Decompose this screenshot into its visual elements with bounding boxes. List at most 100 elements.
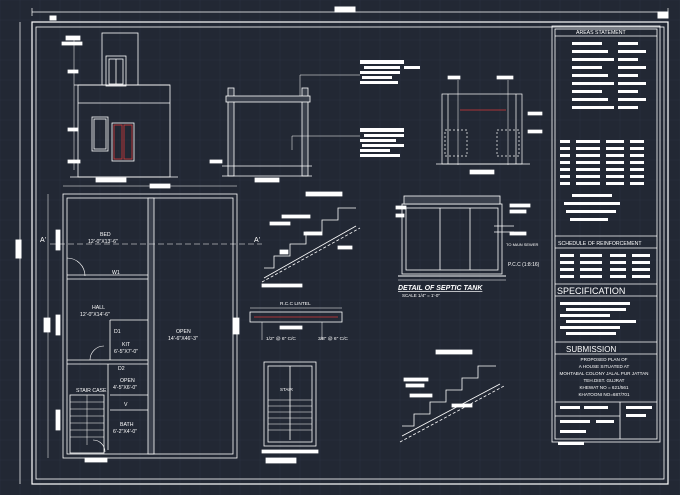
stair-section-detail [261, 191, 361, 288]
label-bath: BATH [120, 422, 134, 428]
text-block [632, 261, 650, 264]
text-block [576, 161, 600, 164]
text-block [560, 154, 570, 157]
text-block [606, 140, 624, 143]
label-bed-dim: 12'-0"X13'-6" [88, 239, 118, 245]
text-block [560, 430, 586, 433]
text-block [560, 254, 574, 257]
label-bed: BED [100, 232, 111, 238]
text-block [632, 254, 650, 257]
text-block [630, 175, 644, 178]
text-block [560, 168, 570, 171]
text-block [576, 154, 600, 157]
septic-tank-labels: DETAIL OF SEPTIC TANK SCALE 1/4" = 1'-0"… [398, 242, 540, 298]
stair-section-detail-2 [399, 349, 505, 443]
schedule-heading: SCHEDULE OF REINFORCEMENT [558, 241, 642, 247]
label-bar-a: 1/2" @ 6" C/C [266, 336, 296, 342]
label-stair-case: STAIR CASE [76, 388, 107, 394]
text-block [566, 320, 636, 323]
text-block [576, 140, 600, 143]
label-open-small-dim: 4'-5"X6'-0" [113, 385, 137, 391]
label-v: V [124, 402, 128, 408]
text-block [630, 154, 644, 157]
drawing-frame [15, 6, 669, 485]
text-block [618, 82, 646, 85]
text-block [572, 90, 602, 93]
areas-statement-heading: AREAS STATEMENT [576, 30, 627, 36]
section-mark-left: A' [40, 237, 46, 244]
text-block [560, 147, 570, 150]
text-block [560, 182, 570, 185]
septic-title: DETAIL OF SEPTIC TANK [398, 285, 483, 292]
text-block [572, 106, 614, 109]
text-block [560, 268, 574, 271]
text-block [572, 98, 608, 101]
text-block [576, 175, 600, 178]
text-block [572, 82, 614, 85]
label-to-main-sewer: TO MAIN SEWER [506, 242, 538, 247]
sidebar-text-blocks [558, 42, 652, 445]
wall-section-notes [360, 60, 420, 157]
text-block [580, 261, 602, 264]
text-block [606, 175, 624, 178]
text-block [560, 406, 580, 409]
text-block [632, 268, 650, 271]
submission-heading: SUBMISSION [566, 345, 616, 354]
text-block [618, 74, 638, 77]
text-block [606, 154, 624, 157]
text-block [572, 194, 612, 197]
label-pcc: P.C.C (1:8:16) [508, 262, 540, 268]
text-block [560, 140, 570, 143]
text-block [596, 420, 614, 423]
front-elevation [61, 32, 178, 183]
text-block [610, 254, 626, 257]
text-block [606, 147, 624, 150]
text-block [630, 147, 644, 150]
text-block [630, 140, 644, 143]
text-block [610, 275, 626, 278]
text-block [606, 168, 624, 171]
text-block [576, 147, 600, 150]
proposal-line: KHATOONI NO=687/701 [578, 392, 629, 397]
text-block [606, 161, 624, 164]
title-block [551, 25, 661, 443]
septic-scale: SCALE 1/4" = 1'-0" [402, 293, 440, 298]
text-block [580, 275, 602, 278]
text-block [576, 168, 600, 171]
text-block [566, 332, 616, 335]
text-block [610, 261, 626, 264]
proposal-line: TEH.DIST. GUJRAT [583, 378, 624, 383]
text-block [618, 42, 638, 45]
section-mark-right: A' [254, 237, 260, 244]
label-open-small: OPEN [120, 378, 135, 384]
text-block [580, 254, 602, 257]
text-block [618, 66, 646, 69]
text-block [566, 210, 616, 213]
proposal-line: MOHTABAL COLONY JALAL PUR JATTAN [560, 371, 649, 376]
text-block [566, 308, 626, 311]
text-block [572, 50, 608, 53]
proposal-line: KHEWAT NO = 621/561 [579, 385, 629, 390]
text-block [618, 90, 638, 93]
text-block [560, 314, 610, 317]
label-open-dim: 14'-6"X46'-3" [168, 336, 198, 342]
text-block [618, 106, 638, 109]
label-lintel: R.C.C LINTEL [280, 301, 311, 307]
text-block [572, 74, 608, 77]
text-block [558, 442, 584, 445]
wall-section-detail [209, 74, 360, 183]
text-block [580, 268, 602, 271]
label-open: OPEN [176, 329, 191, 335]
label-d1: D1 [114, 329, 121, 335]
proposal-line: PROPOSED PLAN OF [581, 357, 628, 362]
label-stair-plan: STAIR [280, 387, 294, 392]
text-block [560, 326, 620, 329]
text-block [626, 414, 646, 417]
label-bar-b: 3/8" @ 6" C/C [318, 336, 348, 342]
stair-plan [261, 361, 319, 464]
foundation-detail [436, 75, 543, 175]
label-bath-dim: 6'-2"X4'-0" [113, 429, 137, 435]
text-block [610, 268, 626, 271]
